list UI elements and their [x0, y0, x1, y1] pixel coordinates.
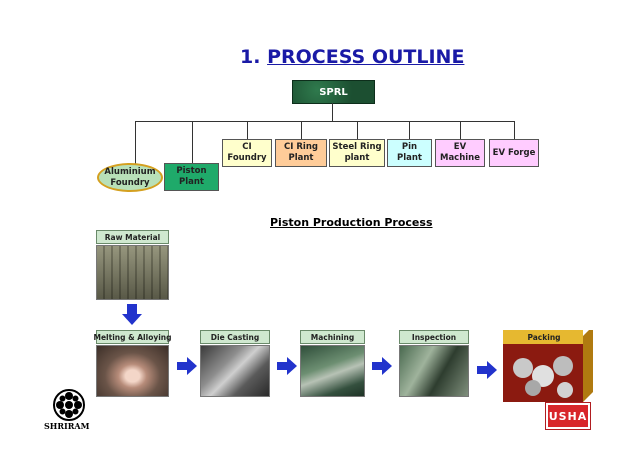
stage-label-melting-alloying: Melting & Alloying: [94, 330, 172, 344]
drop-line-ev-machine: [460, 121, 461, 139]
unit-aluminium-foundry: Aluminium Foundry: [97, 163, 163, 192]
horizontal-connector: [135, 121, 515, 122]
melting-photo: [96, 345, 169, 397]
raw-material-photo: [96, 245, 169, 300]
stage-label-packing: Packing: [527, 333, 561, 342]
packing-box: [503, 330, 593, 402]
right-arrow-icon: [277, 357, 297, 375]
right-arrow-icon: [477, 361, 497, 379]
drop-line-steel-ring: [357, 121, 358, 139]
inspection-photo: [399, 345, 469, 397]
stage-label-inspection: Inspection: [399, 330, 469, 344]
drop-line-ci-ring: [301, 121, 302, 139]
title-text: PROCESS OUTLINE: [267, 46, 465, 68]
drop-line-ev-forge: [514, 121, 515, 139]
unit-ev-machine: EV Machine: [435, 139, 485, 167]
drop-line-aluminium: [135, 121, 136, 165]
title-number: 1.: [240, 46, 261, 68]
drop-line-ci-foundry: [247, 121, 248, 139]
page-title: 1. PROCESS OUTLINE: [240, 46, 464, 68]
usha-logo: USHA: [545, 402, 591, 430]
stage-label-raw-material: Raw Material: [96, 230, 169, 244]
process-title: Piston Production Process: [270, 216, 433, 229]
stage-label-die-casting: Die Casting: [200, 330, 270, 344]
unit-ci-ring-plant: CI Ring Plant: [275, 139, 327, 167]
unit-ci-foundry: CI Foundry: [222, 139, 272, 167]
unit-pin-plant: Pin Plant: [387, 139, 432, 167]
down-arrow-icon: [122, 304, 142, 325]
root-connector: [332, 103, 333, 121]
right-arrow-icon: [372, 357, 392, 375]
unit-piston-plant: Piston Plant: [164, 163, 219, 191]
machining-photo: [300, 345, 365, 397]
shriram-label: SHRIRAM: [44, 421, 90, 431]
die-casting-photo: [200, 345, 270, 397]
stage-label-machining: Machining: [300, 330, 365, 344]
unit-steel-ring-plant: Steel Ring plant: [329, 139, 385, 167]
unit-ev-forge: EV Forge: [489, 139, 539, 167]
drop-line-pin: [409, 121, 410, 139]
sprl-root-node: SPRL: [292, 80, 375, 104]
right-arrow-icon: [177, 357, 197, 375]
shriram-logo: [53, 389, 85, 421]
drop-line-piston: [192, 121, 193, 163]
